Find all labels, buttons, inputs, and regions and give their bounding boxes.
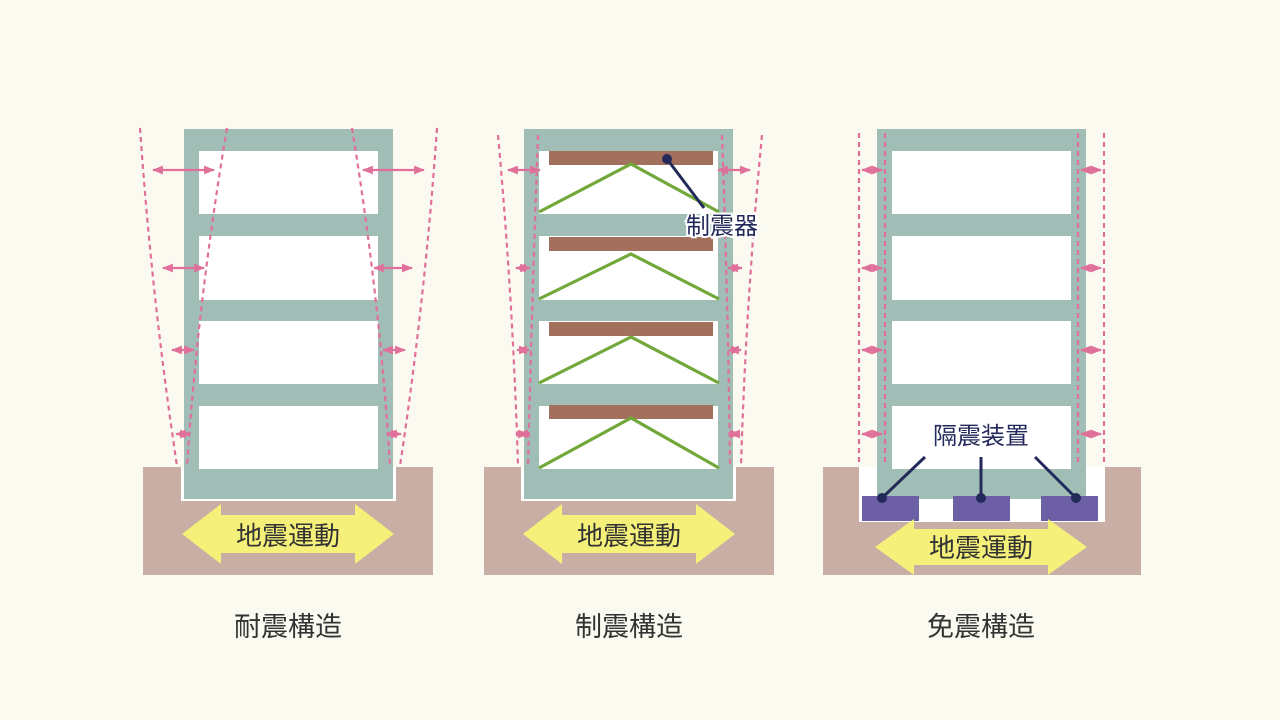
- panel-caption: 免震構造: [927, 612, 1035, 643]
- isolator-pads: [862, 496, 1098, 521]
- displacement-arrows: [860, 165, 1103, 439]
- panel-caption: 制震構造: [575, 612, 683, 643]
- panel-seismic-isolation: 隔震装置 地震運動 免震構造: [823, 129, 1141, 643]
- deformation-lines: [496, 134, 764, 467]
- damper-callout: 制震器: [662, 154, 760, 242]
- deformation-lines: [138, 127, 439, 467]
- deformation-lines: [857, 133, 1106, 466]
- ground-motion-arrow: 地震運動: [182, 504, 394, 564]
- ground-motion-arrow: 地震運動: [523, 504, 735, 564]
- braces: [538, 162, 720, 470]
- ground-motion-label: 地震運動: [577, 522, 681, 552]
- damper-beams: [549, 151, 713, 419]
- panel-caption: 耐震構造: [234, 612, 342, 643]
- damper-label: 制震器: [686, 212, 758, 240]
- building-frame: [524, 129, 733, 499]
- panel-earthquake-resistant: 地震運動 耐震構造: [138, 127, 439, 643]
- isolator-label: 隔震装置: [933, 422, 1029, 450]
- isolator-callout: 隔震装置: [877, 420, 1081, 503]
- displacement-arrows: [151, 165, 426, 439]
- displacement-arrows: [506, 165, 752, 439]
- ground-motion-label: 地震運動: [929, 534, 1033, 564]
- ground-motion-arrow: 地震運動: [875, 519, 1087, 575]
- building-frame: [877, 129, 1086, 499]
- ground-motion-label: 地震運動: [236, 522, 340, 552]
- panel-vibration-control: 制震器 地震運動 制震構造: [484, 129, 774, 643]
- building-frame: [184, 129, 393, 499]
